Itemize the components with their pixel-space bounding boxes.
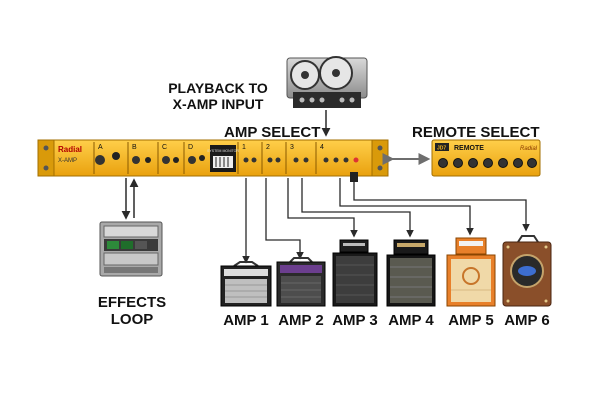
amp-cables: [242, 178, 530, 264]
rack-number-1: 1: [242, 144, 246, 151]
remote-name: REMOTE: [454, 145, 484, 152]
jd7-remote-pedal: [431, 139, 541, 177]
effects-pedalboard-icon: [99, 221, 163, 277]
x-amp-rack-unit: [37, 139, 389, 182]
amp-6-icon: [502, 235, 552, 307]
rack-number-3: 3: [290, 144, 294, 151]
effects-loop-label: EFFECTS LOOP: [97, 294, 167, 328]
rack-brand: Radial: [58, 145, 82, 154]
rack-number-4: 4: [320, 144, 324, 151]
amp-5-label: AMP 5: [448, 312, 494, 329]
amp-3-label: AMP 3: [332, 312, 378, 329]
amp-1-icon: [220, 261, 272, 307]
amp-select-label: AMP SELECT: [224, 124, 321, 141]
remote-brand: JD7: [437, 146, 446, 152]
remote-select-label: REMOTE SELECT: [412, 124, 540, 141]
rack-letter-c: C: [162, 144, 167, 151]
tape-machine-icon: [286, 56, 368, 108]
amp-1-label: AMP 1: [223, 312, 269, 329]
amp-4-label: AMP 4: [388, 312, 434, 329]
remote-logo: Radial: [520, 146, 538, 152]
amp-2-icon: [276, 257, 326, 307]
rack-letter-a: A: [98, 144, 103, 151]
playback-label: PLAYBACK TO X-AMP INPUT: [168, 80, 268, 112]
amp-6-label: AMP 6: [504, 312, 550, 329]
amp-3-icon: [332, 239, 378, 307]
rack-number-2: 2: [266, 144, 270, 151]
amp-5-icon: [446, 237, 496, 307]
rack-display-text: SYSTEM MONITOR: [207, 149, 239, 153]
rack-model: X-AMP: [58, 158, 77, 164]
amp-4-icon: [386, 239, 436, 307]
rack-letter-d: D: [188, 144, 193, 151]
amp-2-label: AMP 2: [278, 312, 324, 329]
rack-letter-b: B: [132, 144, 137, 151]
